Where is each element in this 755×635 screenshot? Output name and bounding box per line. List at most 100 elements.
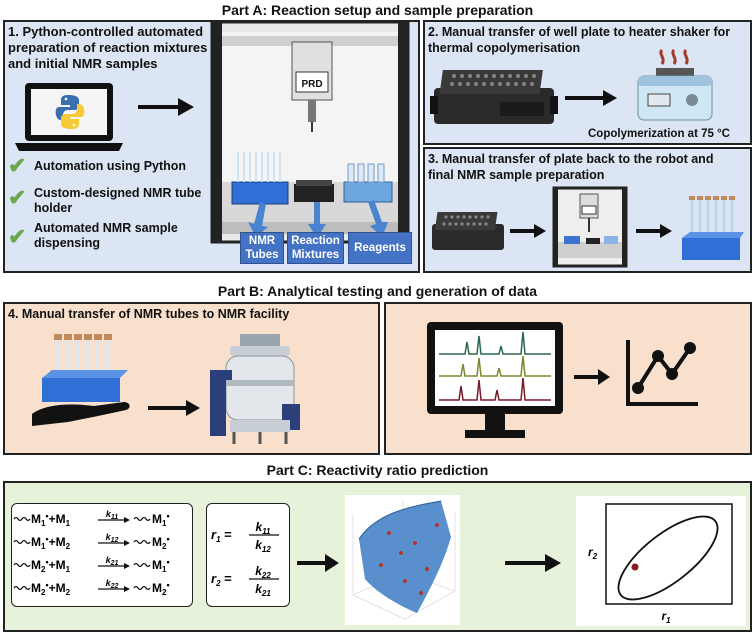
estimate-point <box>631 563 639 571</box>
part-c-title: Part C: Reactivity ratio prediction <box>266 462 489 478</box>
feature-item-2-line2: holder <box>34 201 73 215</box>
liquid-handling-robot-illustration: PRD <box>210 22 410 244</box>
rate-constant-label: k12 <box>106 532 119 544</box>
tag-nmr-tubes-line2: Tubes <box>245 249 279 261</box>
feature-item-1: Automation using Python <box>34 159 187 173</box>
robot-small-illustration <box>552 186 628 268</box>
well-plate-on-shaker-illustration <box>430 70 558 124</box>
3d-surface-plot <box>345 495 460 625</box>
feature-item-3-line2: dispensing <box>34 236 100 250</box>
robot-gantry <box>222 36 398 46</box>
part-b-title: Part B: Analytical testing and generatio… <box>217 283 538 299</box>
well-plate <box>294 184 334 202</box>
reaction-row: M1•+M2 k12 M2• <box>13 532 170 551</box>
heater-shaker-illustration <box>637 48 713 121</box>
reaction-row: M2•+M1 k21 M1• <box>13 555 170 574</box>
nmr-spectrometer-illustration <box>210 334 300 444</box>
nmr-tube-holder <box>231 181 289 205</box>
ratio-equations-box <box>206 503 290 607</box>
panel-2-heading-line1: 2. Manual transfer of well plate to heat… <box>428 25 731 39</box>
polymer-chain-icon <box>13 539 31 545</box>
polymer-chain-icon <box>13 562 31 568</box>
arrow-plate-to-heater <box>565 90 617 106</box>
tag-nmr-tubes: NMR Tubes <box>240 232 284 264</box>
panel-4-heading: 4. Manual transfer of NMR tubes to NMR f… <box>8 307 290 321</box>
polymer-chain-icon <box>133 562 151 568</box>
well-plate-illustration <box>432 212 504 250</box>
tag-reaction-mixtures-line2: Mixtures <box>291 249 340 261</box>
line-chart-icon <box>626 340 698 406</box>
tag-nmr-tubes-line1: NMR <box>248 235 276 247</box>
axis-label-r2: r2 <box>588 545 598 561</box>
nmr-spectra <box>439 331 551 401</box>
heat-waves-icon <box>659 48 689 65</box>
arrow-robot-to-tubes <box>636 224 672 238</box>
panel-3-heading: 3. Manual transfer of plate back to the … <box>428 151 750 183</box>
feature-item-2: Custom-designed NMR tube holder <box>34 186 214 216</box>
check-icon: ✔ <box>8 185 27 210</box>
ratio-denominator: k21 <box>255 582 271 598</box>
confidence-ellipse-plot: r1 r2 <box>588 503 733 625</box>
polymer-chain-icon <box>133 516 151 522</box>
ratio-row: r2 = k22 k21 <box>211 564 279 598</box>
arrow-laptop-to-robot <box>138 98 194 116</box>
tag-reagents: Reagents <box>348 232 412 264</box>
hand-icon <box>32 402 130 426</box>
panel-1-heading-line2: preparation of reaction mixtures <box>8 40 208 55</box>
axis-label-r1: r1 <box>661 609 671 625</box>
monitor-nmr-spectra-illustration <box>427 322 563 438</box>
surface-points <box>379 523 439 595</box>
reaction-product: M1• <box>152 557 170 574</box>
nmr-tube-rack-illustration <box>682 196 744 260</box>
rate-constant-label: k11 <box>106 509 118 521</box>
arrow-equations-to-surface <box>297 554 339 572</box>
python-logo-icon <box>55 95 85 129</box>
panel-3-heading-line1: 3. Manual transfer of plate back to the … <box>428 152 714 166</box>
reaction-reactants: M1•+M1 <box>31 511 71 528</box>
polymer-chain-icon <box>13 516 31 522</box>
robot-logo-text: PRD <box>301 79 322 90</box>
arrow-plate-to-robot <box>510 224 546 238</box>
ratio-numerator: k22 <box>255 564 271 580</box>
panel-1-heading-line1: 1. Python-controlled automated <box>8 24 204 39</box>
arrow-surface-to-ellipse <box>505 554 561 572</box>
check-icon: ✔ <box>8 224 27 249</box>
panel-2-heading: 2. Manual transfer of well plate to heat… <box>428 24 750 56</box>
reagents-rack <box>343 181 393 203</box>
rate-constant-label: k22 <box>106 578 119 590</box>
arrow-tubes-to-nmr <box>148 400 200 416</box>
reaction-reactants: M1•+M2 <box>31 534 71 551</box>
copolymerization-caption: Copolymerization at 75 °C <box>588 128 730 140</box>
tag-reaction-mixtures: Reaction Mixtures <box>287 232 344 264</box>
feature-item-3: Automated NMR sample dispensing <box>34 221 214 251</box>
reaction-reactants: M2•+M1 <box>31 557 71 574</box>
panel-1-heading: 1. Python-controlled automated preparati… <box>8 24 228 72</box>
arrow-spectra-to-plot <box>574 369 610 385</box>
confidence-ellipse <box>617 515 719 601</box>
ratio-numerator: k11 <box>256 520 272 536</box>
feature-item-2-line1: Custom-designed NMR tube <box>34 186 202 200</box>
check-icon: ✔ <box>8 153 27 178</box>
hand-with-tube-rack-illustration <box>32 334 130 426</box>
feature-item-3-line1: Automated NMR sample <box>34 221 178 235</box>
reaction-product: M2• <box>152 534 170 551</box>
laptop-python-illustration <box>15 83 123 151</box>
panel-3-heading-line2: final NMR sample preparation <box>428 168 605 182</box>
ratio-symbol: r1 = <box>211 527 232 544</box>
panel-1-heading-line3: and initial NMR samples <box>8 56 158 71</box>
reaction-product: M2• <box>152 580 170 597</box>
surface-mesh <box>359 501 451 613</box>
tag-reagents-line1: Reagents <box>354 242 406 254</box>
plot-border <box>605 503 733 605</box>
ratio-symbol: r2 = <box>211 571 232 588</box>
polymer-chain-icon <box>133 539 151 545</box>
laptop-base <box>15 143 123 151</box>
rate-constant-label: k21 <box>106 555 119 567</box>
part-a-title: Part A: Reaction setup and sample prepar… <box>221 2 534 18</box>
tag-reaction-mixtures-line1: Reaction <box>291 235 340 247</box>
polymer-chain-icon <box>133 585 151 591</box>
